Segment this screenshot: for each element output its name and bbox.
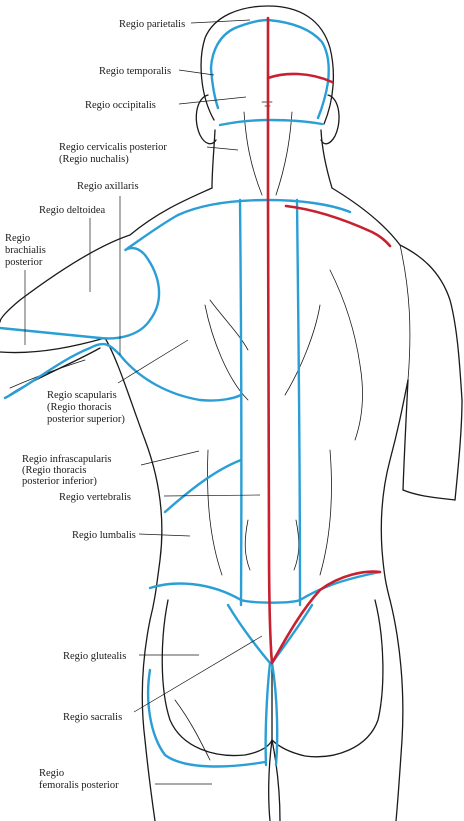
right-arm-inner — [402, 379, 409, 491]
border-temporal-left — [209, 66, 220, 110]
border-sacral-left — [226, 603, 272, 665]
border-parietal-left — [209, 18, 270, 70]
label-cervicalis-1: Regio cervicalis posterior — [59, 142, 167, 153]
right-ear — [320, 94, 340, 145]
border-axillary — [0, 326, 102, 340]
left-buttock — [161, 599, 273, 757]
left-arm-upper — [0, 337, 106, 354]
left-torso-side — [104, 337, 163, 621]
border-gluteal-inner — [264, 661, 272, 767]
lumbar-fold-left — [244, 519, 251, 571]
neck-muscle-left — [243, 111, 263, 196]
label-femoralis-2: femoralis posterior — [39, 780, 119, 791]
border-temporal-right — [316, 80, 330, 120]
midline-posterior — [266, 16, 274, 665]
left-arm-inner — [9, 359, 86, 389]
label-infrascapularis-1: Regio infrascapularis — [22, 454, 112, 465]
midline-shoulder-right — [284, 204, 392, 248]
border-scapular-lower — [118, 353, 243, 402]
leader-lines — [24, 19, 263, 785]
left-hip — [141, 619, 156, 821]
label-cervicalis-2: (Regio nuchalis) — [59, 154, 129, 165]
leader-scapularis — [117, 339, 189, 384]
right-elbow — [402, 489, 456, 501]
border-arm-lower — [3, 342, 122, 400]
border-deltoid — [98, 213, 180, 340]
label-infrascapularis-3: posterior inferior) — [22, 476, 97, 487]
label-infrascapularis-2: (Regio thoracis — [22, 465, 86, 476]
label-brachialis-1: Regio — [5, 233, 30, 244]
label-glutealis: Regio glutealis — [63, 651, 126, 662]
leader-parietalis — [190, 19, 251, 24]
left-thigh-inner — [268, 739, 273, 821]
head-outline — [200, 5, 334, 125]
label-brachialis-3: posterior — [5, 257, 43, 268]
label-scapularis-3: posterior superior) — [47, 414, 125, 425]
right-deltoid-line — [399, 244, 411, 381]
left-thigh-fold — [174, 699, 211, 761]
label-brachialis-2: brachialis — [5, 245, 46, 256]
border-vertebral-right — [295, 198, 302, 607]
label-vertebralis: Regio vertebralis — [59, 492, 131, 503]
midline-temporal-right — [266, 72, 334, 84]
left-shoulder-outline — [0, 187, 213, 323]
leader-vertebralis — [163, 494, 261, 497]
label-deltoidea: Regio deltoidea — [39, 205, 106, 216]
label-parietalis: Regio parietalis — [119, 19, 185, 30]
neck-muscle-right — [275, 111, 293, 196]
right-arm-outer — [454, 399, 463, 501]
border-infrascapular-lower — [163, 458, 243, 514]
left-scapula-edge — [209, 299, 249, 351]
right-torso-side — [380, 379, 409, 601]
border-vertebral-left — [238, 198, 243, 607]
leader-occipitalis — [178, 96, 247, 105]
leader-sacralis — [133, 635, 263, 713]
neck-right — [320, 129, 333, 189]
erector-right — [319, 449, 332, 576]
right-hip — [389, 599, 404, 821]
right-buttock — [271, 599, 384, 758]
right-back-contour — [329, 269, 363, 441]
border-occipital-bottom — [218, 118, 324, 127]
right-scapula-line — [284, 304, 321, 396]
label-occipitalis: Regio occipitalis — [85, 100, 156, 111]
neck-left — [211, 129, 216, 189]
border-parietal-right — [266, 18, 330, 84]
midline-lumbar-right — [270, 570, 382, 665]
border-gluteal-right — [270, 661, 279, 767]
right-shoulder-outline — [331, 187, 463, 401]
label-axillaris: Regio axillaris — [77, 181, 139, 192]
region-labels: Regio parietalis Regio temporalis Regio … — [5, 19, 185, 791]
border-gluteal-left — [147, 668, 267, 768]
label-temporalis: Regio temporalis — [99, 66, 171, 77]
erector-left — [207, 449, 223, 576]
leader-cervicalis — [206, 146, 239, 151]
label-lumbalis: Regio lumbalis — [72, 530, 136, 541]
label-scapularis-1: Regio scapularis — [47, 390, 117, 401]
leader-infrascapularis — [140, 450, 200, 466]
right-thigh-inner — [271, 739, 281, 821]
label-scapularis-2: (Regio thoracis — [47, 402, 111, 413]
leader-lumbalis — [138, 533, 191, 537]
label-sacralis: Regio sacralis — [63, 712, 122, 723]
label-femoralis-1: Regio — [39, 768, 64, 779]
leader-temporalis — [178, 69, 215, 76]
lumbar-fold-right — [293, 519, 300, 571]
midline-lines — [266, 16, 392, 665]
